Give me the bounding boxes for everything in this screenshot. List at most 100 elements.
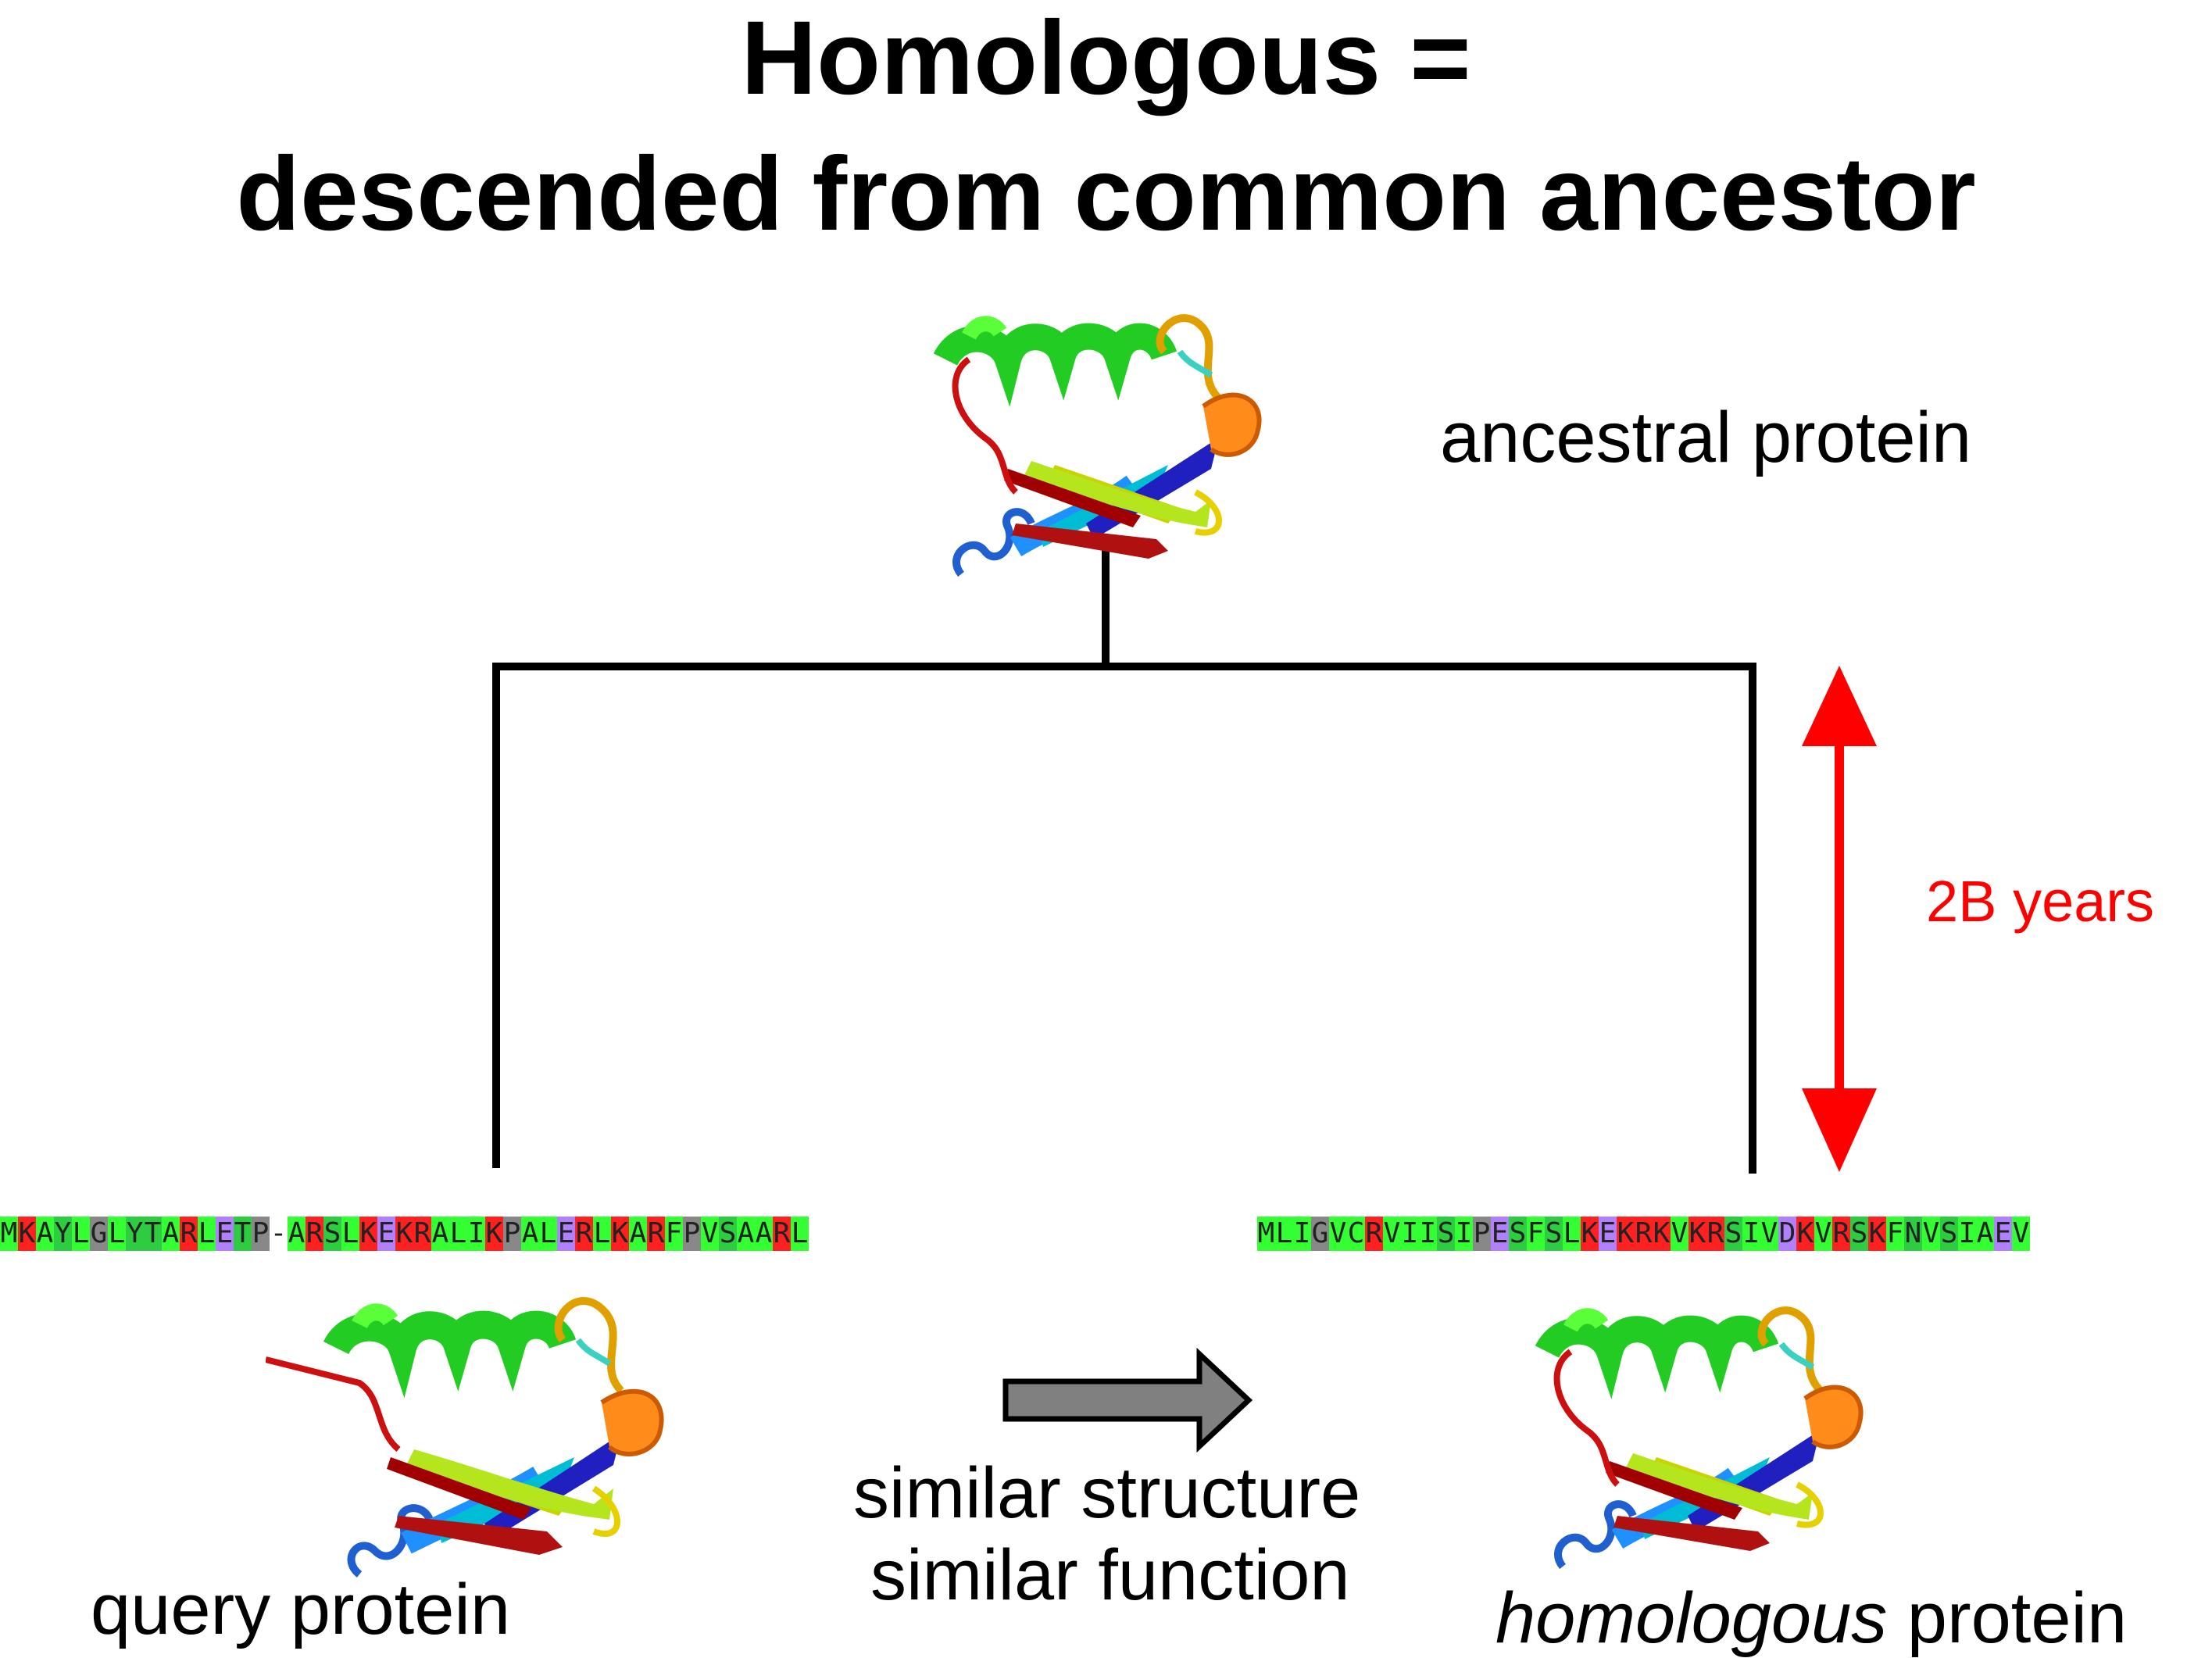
residue: I <box>1455 1217 1473 1251</box>
double-arrow-shaft <box>1835 738 1844 1090</box>
residue: L <box>1275 1217 1293 1251</box>
residue: R <box>180 1217 198 1251</box>
residue: L <box>341 1217 359 1251</box>
residue: S <box>323 1217 341 1251</box>
double-arrow-head-down <box>1802 1088 1877 1172</box>
residue: R <box>306 1217 323 1251</box>
residue: V <box>1383 1217 1401 1251</box>
protein-ribbon-icon <box>1535 1306 1864 1570</box>
residue: A <box>1976 1217 1994 1251</box>
residue: V <box>1814 1217 1832 1251</box>
residue: K <box>1868 1217 1886 1251</box>
query-protein-label: query protein <box>91 1570 510 1649</box>
homologous-italic-text: homologous <box>1496 1578 1888 1658</box>
residue: K <box>485 1217 503 1251</box>
residue: V <box>1329 1217 1347 1251</box>
residue: L <box>593 1217 611 1251</box>
protein-ribbon-icon <box>933 314 1262 577</box>
residue: S <box>1850 1217 1868 1251</box>
residue: T <box>144 1217 162 1251</box>
residue: V <box>1671 1217 1688 1251</box>
residue: V <box>2012 1217 2030 1251</box>
residue: L <box>72 1217 90 1251</box>
residue: L <box>449 1217 467 1251</box>
residue: R <box>647 1217 665 1251</box>
residue: V <box>701 1217 719 1251</box>
residue: A <box>755 1217 773 1251</box>
residue: E <box>377 1217 395 1251</box>
residue: P <box>503 1217 521 1251</box>
residue: A <box>737 1217 755 1251</box>
residue: K <box>1617 1217 1635 1251</box>
residue: R <box>413 1217 431 1251</box>
residue: M <box>0 1217 18 1251</box>
residue: G <box>1311 1217 1329 1251</box>
title-line-2: descended from common ancestor <box>236 136 1976 252</box>
residue: P <box>1473 1217 1491 1251</box>
residue: R <box>575 1217 593 1251</box>
residue: P <box>252 1217 270 1251</box>
residue: K <box>1688 1217 1706 1251</box>
residue: K <box>359 1217 377 1251</box>
residue: K <box>1796 1217 1814 1251</box>
residue: I <box>1958 1217 1976 1251</box>
residue: I <box>1401 1217 1419 1251</box>
residue: F <box>1527 1217 1545 1251</box>
protein-ribbon-icon <box>266 1297 664 1578</box>
residue: A <box>288 1217 306 1251</box>
residue: A <box>629 1217 647 1251</box>
residue: C <box>1347 1217 1365 1251</box>
residue: M <box>1257 1217 1275 1251</box>
residue: N <box>1904 1217 1922 1251</box>
residue: L <box>108 1217 126 1251</box>
residue: F <box>1886 1217 1904 1251</box>
query-protein-icon <box>266 1297 664 1578</box>
residue: R <box>1832 1217 1850 1251</box>
right-arrow-icon <box>1002 1347 1253 1453</box>
residue: R <box>1365 1217 1383 1251</box>
residue: V <box>1922 1217 1940 1251</box>
residue: E <box>216 1217 234 1251</box>
residue: K <box>1653 1217 1671 1251</box>
residue: L <box>539 1217 557 1251</box>
title-line-1: Homologous = <box>741 0 1471 116</box>
residue: A <box>431 1217 449 1251</box>
residue: R <box>773 1217 791 1251</box>
residue: E <box>1491 1217 1509 1251</box>
residue: - <box>270 1217 288 1251</box>
residue: L <box>1563 1217 1581 1251</box>
residue: S <box>1940 1217 1958 1251</box>
double-arrow-icon <box>1802 666 1877 1172</box>
residue: R <box>1706 1217 1724 1251</box>
homologous-protein-label: homologous protein <box>1496 1582 2127 1654</box>
residue: I <box>467 1217 485 1251</box>
residue: E <box>1994 1217 2012 1251</box>
residue: K <box>18 1217 36 1251</box>
residue: S <box>1545 1217 1563 1251</box>
residue: S <box>1437 1217 1455 1251</box>
residue: Y <box>54 1217 72 1251</box>
double-arrow-head-up <box>1802 666 1877 746</box>
residue: K <box>611 1217 629 1251</box>
residue: Y <box>126 1217 144 1251</box>
homologous-protein-icon <box>1535 1306 1864 1570</box>
ancestral-protein-icon <box>933 314 1262 577</box>
residue: K <box>395 1217 413 1251</box>
residue: F <box>665 1217 683 1251</box>
residue: A <box>521 1217 539 1251</box>
residue: A <box>36 1217 54 1251</box>
similar-structure-label: similar structure <box>853 1453 1361 1533</box>
residue: G <box>90 1217 108 1251</box>
residue: S <box>1509 1217 1527 1251</box>
residue: A <box>162 1217 180 1251</box>
phylogenetic-tree <box>492 538 1756 1174</box>
residue: I <box>1742 1217 1760 1251</box>
residue: S <box>1724 1217 1742 1251</box>
time-span-label: 2B years <box>1926 869 2155 934</box>
residue: D <box>1778 1217 1796 1251</box>
residue: P <box>683 1217 701 1251</box>
residue: E <box>557 1217 575 1251</box>
